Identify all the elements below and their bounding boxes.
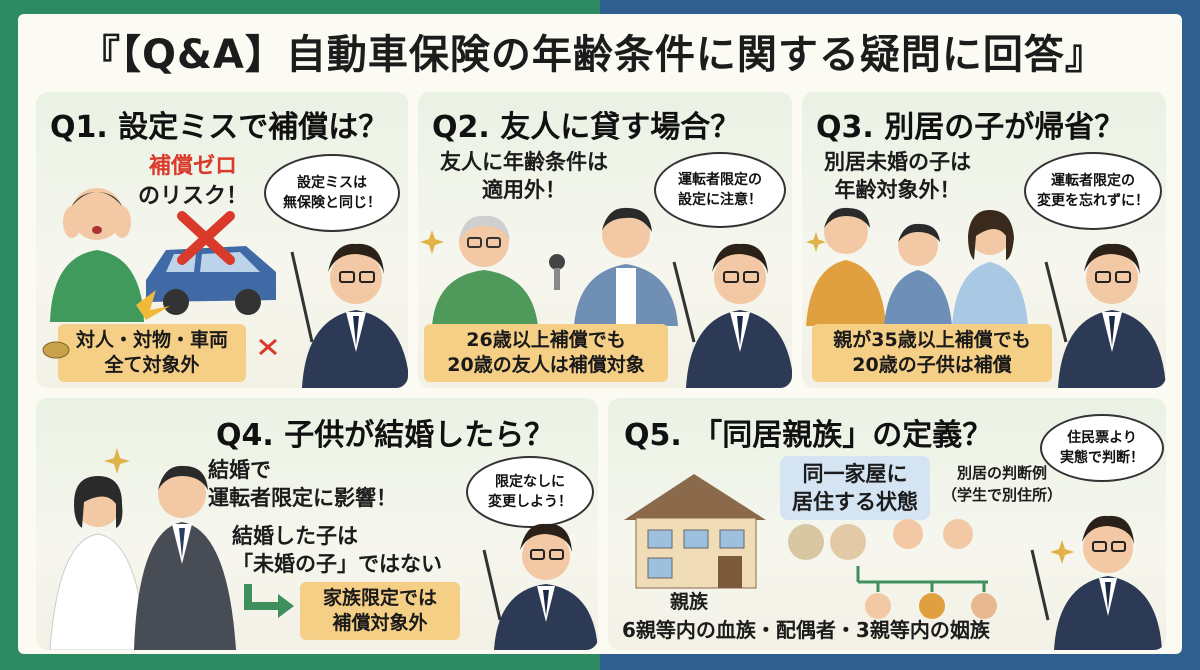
presenter-illustration [1030,515,1162,650]
q5-title: Q5. 「同居親族」の定義？ [624,418,993,453]
presenter-illustration [672,243,792,388]
q4-text-a: 結婚で 運転者限定に影響！ [208,456,397,512]
panel-q4: Q4. 子供が結婚したら？ 結婚で 運転者限定に影響！ 結婚した子は 「未婚の子… [36,398,598,650]
q3-text-line-1: 別居未婚の子は [824,150,971,174]
q1-bubble-line-1: 設定ミスは [297,175,367,191]
small-red-x-icon [259,338,277,356]
q2-speech-bubble: 運転者限定の 設定に注意！ [654,152,786,228]
q5-blue-box-line-1: 同一家屋に [802,462,908,486]
q1-note-box: 対人・対物・車両 全て対象外 [58,324,246,382]
q3-title: Q3. 別居の子が帰省？ [816,110,1125,145]
house-illustration [624,474,766,589]
red-x-icon [177,211,235,265]
q1-box-line-2: 全て対象外 [104,354,200,376]
q2-text: 友人に年齢条件は 適用外！ [440,148,608,204]
q4-bubble-line-2: 変更しよう！ [488,494,572,510]
q3-box-line-2: 20歳の子供は補償 [852,354,1012,376]
sparkle-icon [1050,540,1074,564]
q3-box-line-1: 親が35歳以上補償でも [833,329,1031,351]
panel-q5: Q5. 「同居親族」の定義？ 同一家屋に 居住する状態 別居の判断例 （学生で別… [608,398,1166,650]
wedding-couple-illustration [49,465,236,650]
q5-example-note: 別居の判断例 （学生で別住所） [942,462,1062,506]
q4-text-b: 結婚した子は 「未婚の子」ではない [232,522,442,578]
q5-bubble-line-2: 実態で判断！ [1060,450,1144,466]
q5-family-definition: 6親等内の血族・配偶者・3親等内の姻族 [622,618,990,642]
q3-bubble-line-2: 変更を忘れずに！ [1037,193,1149,209]
young-man-illustration [574,207,678,326]
q1-alert-line-2: のリスク！ [138,184,249,209]
q1-title: Q1. 設定ミスで補償は？ [50,110,389,145]
q2-title: Q2. 友人に貸す場合？ [432,110,741,145]
page-title: 『【Q&A】自動車保険の年齢条件に関する疑問に回答』 [80,32,1106,78]
q4-speech-bubble: 限定なしに 変更しよう！ [466,456,594,528]
q5-family-label: 親族 [670,591,709,613]
sparkle-icon [420,230,444,254]
q4-text-b-line-2: 「未婚の子」ではない [232,552,442,576]
presenter-illustration [290,243,408,388]
q2-bubble-line-2: 設定に注意！ [678,192,762,208]
panel-q1: Q1. 設定ミスで補償は？ 補償ゼロ のリスク！ 設定ミスは 無保険と同じ！ [36,92,408,388]
q4-text-b-line-1: 結婚した子は [232,524,358,548]
family-tree-diagram [788,519,997,619]
q5-example-line-2: （学生で別住所） [942,486,1063,504]
panel-q3: Q3. 別居の子が帰省？ 別居未婚の子は 年齢対象外！ 運転者限定の 変更を忘れ… [802,92,1166,388]
q1-box-line-1: 対人・対物・車両 [75,329,228,351]
q3-text: 別居未婚の子は 年齢対象外！ [824,148,971,204]
q3-text-line-2: 年齢対象外！ [834,178,961,202]
q4-note-box: 家族限定では 補償対象外 [300,582,460,640]
q2-text-line-1: 友人に年齢条件は [440,150,608,174]
q1-alert-line-1: 補償ゼロ [149,154,238,179]
q2-bubble-line-1: 運転者限定の [678,172,762,188]
q4-box-line-2: 補償対象外 [332,612,428,634]
q5-blue-box-line-2: 居住する状態 [792,490,918,514]
q1-bubble-line-2: 無保険と同じ！ [283,195,381,211]
q5-example-line-1: 別居の判断例 [957,464,1048,482]
worried-man-illustration [50,188,144,322]
q5-blue-box: 同一家屋に 居住する状態 [780,456,930,520]
q4-title: Q4. 子供が結婚したら？ [216,418,555,453]
q3-note-box: 親が35歳以上補償でも 20歳の子供は補償 [812,324,1052,382]
q3-thought-bubble: 運転者限定の 変更を忘れずに！ [1024,152,1162,230]
coins-icon [42,341,70,359]
q4-text-a-line-1: 結婚で [208,458,271,482]
family-illustration [806,207,1028,326]
arrow-right-icon [244,584,294,618]
presenter-illustration [482,523,598,650]
presenter-illustration [1044,243,1166,388]
older-man-illustration [432,215,538,326]
sparkle-icon [104,448,130,474]
q2-text-line-2: 適用外！ [482,178,566,202]
q2-box-line-2: 20歳の友人は補償対象 [447,354,645,376]
q2-box-line-1: 26歳以上補償でも [466,329,626,351]
q5-bubble-line-1: 住民票より [1067,430,1137,446]
panel-q2: Q2. 友人に貸す場合？ 友人に年齢条件は 適用外！ 運転者限定の 設定に注意！ [418,92,792,388]
q2-note-box: 26歳以上補償でも 20歳の友人は補償対象 [424,324,668,382]
q5-thought-bubble: 住民票より 実態で判断！ [1040,414,1164,482]
q4-text-a-line-2: 運転者限定に影響！ [208,486,397,510]
car-key-icon [549,254,565,290]
sparkle-icon [806,232,826,252]
q4-box-line-1: 家族限定では [322,587,437,609]
q1-speech-bubble: 設定ミスは 無保険と同じ！ [264,154,400,232]
q1-alert: 補償ゼロ のリスク！ [138,152,248,212]
q3-bubble-line-1: 運転者限定の [1051,173,1135,189]
q4-bubble-line-1: 限定なしに [495,474,565,490]
